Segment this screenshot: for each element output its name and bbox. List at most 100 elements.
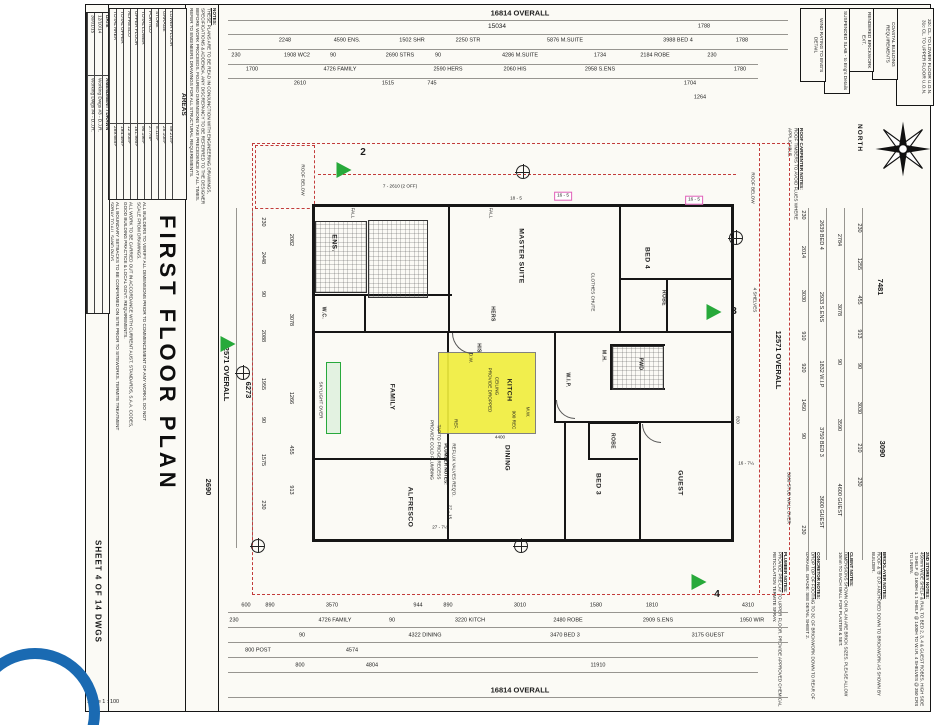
area-value: 5.11m² bbox=[152, 123, 158, 199]
right-dims-label: 90 bbox=[855, 362, 862, 370]
general-notes: ALL BUILDERS TO VERIFY ALL DIMENSIONS PR… bbox=[111, 202, 149, 434]
wall-line bbox=[731, 204, 734, 542]
plan-notes-label: 18 - 5 bbox=[510, 195, 522, 201]
rooms-label: ROBE bbox=[660, 289, 667, 307]
top-dims-label: 16814 OVERALL bbox=[490, 8, 550, 18]
general-note: ALL WORK TO BE CARRIED OUT IN ACCORDANCE… bbox=[122, 202, 134, 428]
left-dims-label: 2082 bbox=[287, 233, 294, 247]
area-label: TOTAL LOWER bbox=[140, 11, 144, 45]
wall-line bbox=[666, 278, 668, 333]
area-label: UPPER FLOOR bbox=[133, 11, 137, 46]
top-dims-label: 90 bbox=[329, 52, 337, 59]
red-dashed-roofline bbox=[255, 145, 315, 209]
wall-line bbox=[448, 204, 450, 333]
right-dims-label: 1255 bbox=[855, 257, 862, 271]
north-label: NORTH bbox=[856, 124, 863, 153]
top-dims-label: 2690 STRS bbox=[385, 52, 415, 59]
top-dims-label: 230 bbox=[231, 52, 241, 59]
left-dims-label: 12571 OVERALL bbox=[221, 342, 231, 402]
wall-line bbox=[312, 204, 734, 207]
kitchen-highlight bbox=[438, 352, 536, 434]
note-body: 450mm WIDE SHELF & RAIL TO BED 2, 3, 4 &… bbox=[908, 552, 925, 707]
rooms-label: HERS bbox=[489, 306, 496, 322]
section-arrow-icon bbox=[336, 162, 352, 178]
bottom-dims-label: 1580 bbox=[589, 602, 603, 609]
plan-notes-label: 4 SHELVES bbox=[752, 287, 758, 313]
note-body: PROVIDE PRE-LAY TO UPPER FLOOR. PROVIDE … bbox=[772, 552, 783, 707]
rooms-label: DINING bbox=[503, 444, 511, 472]
area-value: 181.99m² bbox=[131, 123, 137, 199]
amendment-row: 30/01/15 Working Dwgs #4 - D.J.R. bbox=[87, 13, 95, 313]
top-dims-label: 2184 ROBE bbox=[640, 52, 670, 59]
note-box-rendered: RENDERED BRICKWORK EXT. bbox=[848, 8, 874, 72]
areas-title: AREAS bbox=[172, 9, 186, 199]
area-value: 28.10m² bbox=[159, 123, 165, 199]
area-label: TOTAL UPPER bbox=[119, 11, 123, 44]
right-dims-label: 210 bbox=[855, 443, 862, 453]
top-dims-label: 745 bbox=[427, 80, 437, 87]
rooms-label: M.H. bbox=[600, 349, 607, 363]
top-dims-label: 1908 WC2 bbox=[284, 52, 310, 59]
top-dims-label: 1704 bbox=[683, 80, 697, 87]
ceiling-note-line: 31c CL. TO UPPER FLOOR U.O.N. bbox=[921, 19, 927, 95]
bottom-dims-label: 4322 DINING bbox=[408, 632, 442, 639]
area-label: ALFRESCO bbox=[126, 11, 130, 37]
bottom-dims-label: 230 bbox=[229, 617, 239, 624]
plan-notes-label: CLOTHES CHUTE bbox=[590, 272, 596, 312]
plan-notes-label: 16 - 5 bbox=[554, 191, 572, 201]
right-dims-label: 2933 S.ENS bbox=[817, 291, 824, 323]
left-dims-label: 3078 bbox=[287, 313, 294, 327]
right-dims-label: 230 bbox=[855, 477, 862, 487]
top-dims-label: 1788 bbox=[697, 23, 711, 30]
area-value: 12.50m² bbox=[124, 123, 130, 199]
titleblock-divider bbox=[185, 4, 186, 712]
left-dims-label: 2448 bbox=[259, 251, 266, 265]
plan-notes-label: PROVIDE DROPPED bbox=[487, 367, 493, 413]
dimension-rail bbox=[228, 34, 788, 35]
top-dims-label: 2248 bbox=[278, 37, 292, 44]
bottom-dims-label: 3470 BED 3 bbox=[550, 632, 580, 639]
dimension-rail bbox=[826, 208, 827, 560]
amendments-table: DATE AMENDMENT / DRAWN 12/10/14 Working … bbox=[86, 12, 110, 314]
note-title: CLIENT NOTES: bbox=[849, 552, 854, 587]
area-value: 194.49m² bbox=[117, 123, 123, 199]
rooms-label: FAMILY bbox=[388, 383, 396, 411]
right-dims-label: 2014 bbox=[799, 245, 806, 259]
note-title: 2ND STOREY NOTES: bbox=[925, 552, 930, 599]
section-arrow-icon bbox=[220, 336, 236, 352]
section-arrow-icon bbox=[706, 304, 722, 320]
top-dims-label: 4286 M.SUITE bbox=[501, 52, 539, 59]
red-dashed-roofline bbox=[252, 143, 790, 595]
dimension-rail bbox=[236, 208, 237, 548]
datum-marker-icon bbox=[515, 164, 530, 179]
right-dims-label: 3750 BED 3 bbox=[817, 427, 824, 457]
plan-notes-label: FALL bbox=[350, 207, 356, 219]
drawing-title: FIRST FLOOR PLAN bbox=[155, 215, 180, 492]
plan-notes-label: REF. bbox=[453, 419, 459, 429]
dimension-rail bbox=[808, 208, 809, 560]
dimension-rail bbox=[228, 20, 788, 21]
plan-notes-label: 16 - 7¼ bbox=[738, 460, 754, 466]
bottom-dims-label: 11910 bbox=[590, 662, 606, 669]
left-dims-label: 90 bbox=[259, 416, 266, 424]
wall-line bbox=[447, 331, 449, 541]
concretor-notes: CONCRETOR NOTES: DROP TOP OF FOOTING TO … bbox=[791, 552, 821, 708]
read-in-conjunction-notes: NOTES: THESE PLANS ARE TO BE READ IN CON… bbox=[187, 8, 217, 206]
datum-marker-icon bbox=[513, 538, 528, 553]
note-body: ROOF & 'B' D.P. ANCHORED DOWN TO BRICKWO… bbox=[871, 552, 882, 696]
plan-notes-label: 900 REC bbox=[511, 410, 517, 430]
bottom-dims-label: 90 bbox=[388, 617, 396, 624]
wall-line bbox=[564, 421, 566, 541]
dimension-rail bbox=[228, 642, 788, 643]
note-title: PLUMBER NOTES: bbox=[783, 552, 788, 593]
sheet-number: SHEET 4 OF 14 DWGS bbox=[93, 540, 103, 643]
plan-notes-label: SKYLIGHT OVER bbox=[318, 381, 324, 419]
bottom-dims-label: 3010 bbox=[513, 602, 527, 609]
left-dims-label: 230 bbox=[259, 500, 266, 510]
left-dims-label: 2690 bbox=[203, 478, 213, 496]
right-dims-label: 230 bbox=[799, 210, 806, 220]
bottom-dims-label: 4310 bbox=[741, 602, 755, 609]
area-label: PORTICO bbox=[147, 11, 151, 33]
amendments-header: DATE AMENDMENT / DRAWN bbox=[101, 13, 109, 313]
